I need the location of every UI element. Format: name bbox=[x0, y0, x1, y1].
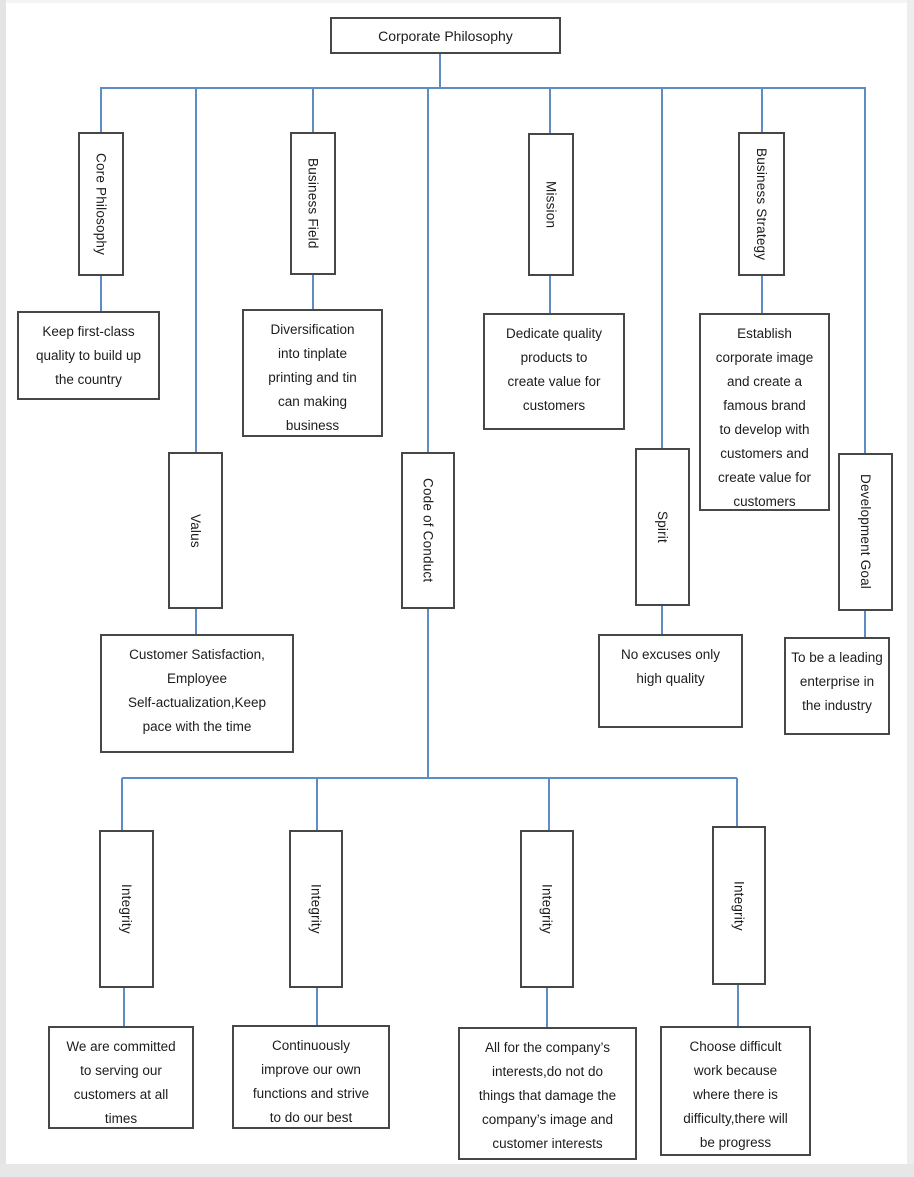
node-spirit-label: Spirit bbox=[655, 511, 670, 543]
node-mission-label: Mission bbox=[543, 180, 559, 229]
node-business-field-label: Business Field bbox=[305, 158, 321, 249]
node-corporate-philosophy-label: Corporate Philosophy bbox=[378, 27, 513, 44]
node-business-field: Business Field bbox=[290, 132, 336, 275]
desc-business-strategy: Establish corporate image and create a f… bbox=[699, 313, 830, 511]
desc-mission: Dedicate quality products to create valu… bbox=[483, 313, 625, 430]
node-core-philosophy: Core Philosophy bbox=[78, 132, 124, 276]
node-code-of-conduct-label: Code of Conduct bbox=[420, 478, 436, 583]
desc-core-philosophy: Keep first-class quality to build up the… bbox=[17, 311, 160, 400]
node-integrity-1: Integrity bbox=[99, 830, 154, 988]
node-valus-label: Valus bbox=[188, 513, 203, 548]
node-integrity-3: Integrity bbox=[520, 830, 574, 988]
node-integrity-4: Integrity bbox=[712, 826, 766, 985]
page-edge-bottom bbox=[0, 1164, 914, 1177]
page-edge-top bbox=[0, 0, 914, 3]
desc-integrity-1: We are committed to serving our customer… bbox=[48, 1026, 194, 1129]
page-edge-right bbox=[907, 0, 914, 1177]
node-integrity-4-label: Integrity bbox=[731, 880, 747, 931]
node-integrity-2: Integrity bbox=[289, 830, 343, 988]
node-integrity-2-label: Integrity bbox=[308, 884, 324, 934]
desc-spirit: No excuses only high quality bbox=[598, 634, 743, 728]
desc-integrity-4: Choose difficult work because where ther… bbox=[660, 1026, 811, 1156]
desc-integrity-3: All for the company’s interests,do not d… bbox=[458, 1027, 637, 1160]
node-valus: Valus bbox=[168, 452, 223, 609]
node-spirit: Spirit bbox=[635, 448, 690, 606]
node-code-of-conduct: Code of Conduct bbox=[401, 452, 455, 609]
node-business-strategy: Business Strategy bbox=[738, 132, 785, 276]
page-edge-left bbox=[0, 0, 6, 1177]
desc-development-goal: To be a leading enterprise in the indust… bbox=[784, 637, 890, 735]
desc-integrity-2: Continuously improve our own functions a… bbox=[232, 1025, 390, 1129]
node-development-goal: Development Goal bbox=[838, 453, 893, 611]
desc-valus: Customer Satisfaction, Employee Self-act… bbox=[100, 634, 294, 753]
node-integrity-1-label: Integrity bbox=[119, 884, 134, 934]
node-corporate-philosophy: Corporate Philosophy bbox=[330, 17, 561, 54]
node-mission: Mission bbox=[528, 133, 574, 276]
node-integrity-3-label: Integrity bbox=[539, 884, 555, 934]
node-core-philosophy-label: Core Philosophy bbox=[93, 152, 109, 256]
node-business-strategy-label: Business Strategy bbox=[754, 147, 769, 261]
desc-business-field: Diversification into tinplate printing a… bbox=[242, 309, 383, 437]
node-development-goal-label: Development Goal bbox=[858, 474, 873, 590]
